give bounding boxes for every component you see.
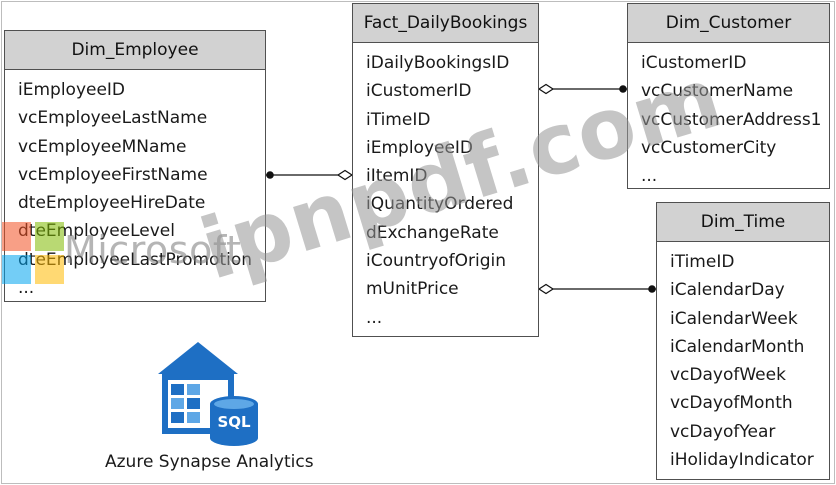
relationship-fact-time: [537, 283, 656, 295]
entity-field: iCountryofOrigin: [366, 251, 507, 272]
field-list: iCustomerID vcCustomerName vcCustomerAddre…: [628, 43, 829, 190]
entity-dim-time: Dim_Time iTimeID iCalendarDay iCalendarWee…: [656, 202, 830, 480]
entity-field: iCalendarDay: [670, 280, 785, 301]
azure-synapse-sql-icon: SQL: [158, 342, 258, 446]
filled-dot-end: [266, 171, 274, 179]
relationship-fact-customer: [537, 83, 627, 95]
entity-field: iItemID: [366, 166, 428, 187]
entity-field: iCustomerID: [641, 53, 747, 73]
entity-field: iTimeID: [670, 252, 735, 272]
entity-field: vcEmployeeMName: [18, 136, 187, 157]
entity-field: iEmployeeID: [18, 80, 126, 100]
entity-field: vcDayofMonth: [670, 393, 793, 414]
synapse-caption: Azure Synapse Analytics: [105, 452, 314, 472]
entity-title: Dim_Time: [657, 203, 829, 242]
microsoft-wordmark: Microsoft: [64, 228, 242, 272]
entity-field: iTimeID: [366, 109, 431, 130]
entity-field: dteEmployeeHireDate: [18, 193, 206, 214]
entity-field: iEmployeeID: [366, 137, 474, 158]
entity-field: iCalendarMonth: [670, 336, 805, 357]
entity-field: ...: [641, 166, 658, 187]
entity-field: vcCustomerCity: [641, 137, 777, 158]
filled-dot-end: [619, 85, 627, 93]
entity-field: iQuantityOrdered: [366, 194, 514, 215]
hollow-diamond-end: [537, 83, 555, 95]
sql-label: SQL: [217, 413, 251, 431]
entity-field: mUnitPrice: [366, 279, 459, 300]
entity-field: vcEmployeeFirstName: [18, 164, 208, 185]
filled-dot-end: [648, 285, 656, 293]
hollow-diamond-end: [336, 169, 354, 181]
entity-field: iCustomerID: [366, 81, 472, 102]
entity-field: vcEmployeeLastName: [18, 108, 208, 129]
entity-field: iDailyBookingsID: [366, 53, 510, 73]
entity-field: vcCustomerAddress1: [641, 109, 822, 130]
entity-field: ...: [366, 307, 383, 328]
entity-field: dExchangeRate: [366, 222, 499, 243]
entity-field: vcCustomerName: [641, 81, 794, 102]
entity-field: vcDayofYear: [670, 421, 776, 442]
entity-field: vcDayofWeek: [670, 365, 786, 386]
field-list: iTimeID iCalendarDay iCalendarWeek iCalenda…: [657, 242, 829, 474]
entity-field: iHolidayIndicator: [670, 450, 814, 471]
relationship-fact-employee: [266, 169, 354, 181]
entity-title: Dim_Employee: [5, 31, 265, 70]
field-list: iDailyBookingsID iCustomerID iTimeID iEmplo…: [353, 43, 538, 332]
entity-field: dteEmployeeLastPromotion: [18, 249, 253, 270]
entity-title: Fact_DailyBookings: [353, 4, 538, 43]
entity-dim-customer: Dim_Customer iCustomerID vcCustomerName vc…: [627, 3, 830, 189]
entity-title: Dim_Customer: [628, 4, 829, 43]
microsoft-logo-icon: [2, 222, 64, 284]
hollow-diamond-end: [537, 283, 555, 295]
entity-field: iCalendarWeek: [670, 308, 798, 329]
entity-fact-dailybookings: Fact_DailyBookings iDailyBookingsID iCust…: [352, 3, 539, 337]
